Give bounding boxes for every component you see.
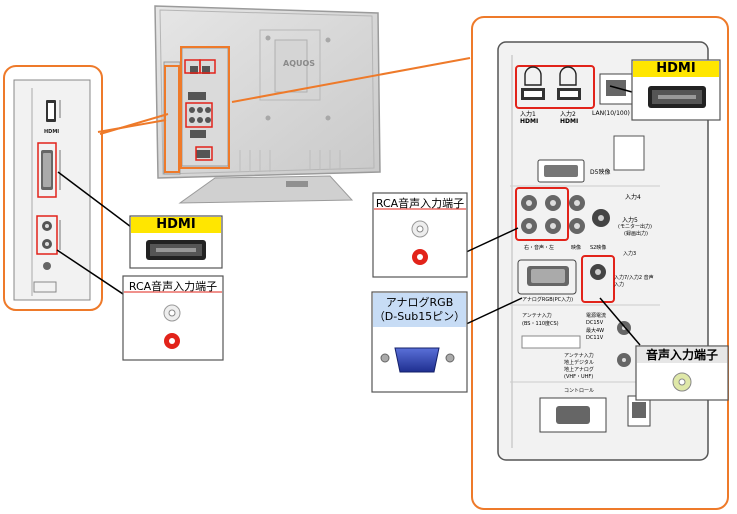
- panel-label-control: コントロール: [564, 388, 595, 394]
- panel-label-terrestrial-analog: 地上アナログ: [564, 367, 594, 373]
- panel-label-terrestrial-digital: 地上デジタル: [564, 360, 594, 366]
- analog-rgb-line2: （D-Sub15ピン）: [373, 310, 466, 323]
- panel-label-input1: 入力1: [520, 111, 536, 118]
- callout-rca-left: [122, 275, 224, 361]
- panel-label-power: 電源電流: [586, 313, 607, 319]
- hdmi-left-title: HDMI: [156, 217, 196, 232]
- svg-text:HDMI: HDMI: [44, 129, 59, 135]
- rear-rca-ports: [515, 187, 610, 241]
- panel-label-lan: LAN(10/100): [592, 110, 630, 117]
- panel-label-video: 映像: [571, 245, 582, 251]
- rca-left-title: RCA音声入力端子: [128, 280, 218, 293]
- panel-label-rca-row: 右・音声・左: [524, 245, 555, 251]
- panel-label-dc15v: DC15V: [586, 320, 604, 326]
- panel-label-bs: (BS・110度CS): [522, 321, 559, 327]
- tv-logo: AQUOS: [283, 59, 315, 68]
- tv-side-port-highlight: [164, 65, 180, 173]
- panel-label-antenna: アンテナ入力: [522, 313, 552, 319]
- panel-label-max: 最大4W: [586, 328, 605, 334]
- panel-label-monitor-out: (モニター出力): [618, 224, 652, 230]
- panel-label-vhf: (VHF・UHF): [564, 374, 594, 380]
- left-zoom-frame: [3, 65, 103, 311]
- panel-label-input5: 入力5: [622, 217, 638, 224]
- panel-label-hdmi-1: HDMI: [520, 118, 539, 125]
- callout-hdmi-right: [631, 59, 721, 121]
- panel-label-s2: S2映像: [590, 245, 607, 251]
- analog-rgb-title: アナログRGB （D-Sub15ピン）: [373, 296, 466, 324]
- panel-label-video-out: (録画出力): [624, 231, 648, 237]
- panel-label-antenna-terrestrial: アンテナ入力: [564, 353, 594, 359]
- rear-hdmi-ports: [515, 65, 595, 109]
- callout-audio-in: [635, 345, 729, 401]
- panel-label-input-audio: 入力7/入力2 音声入力: [614, 275, 654, 288]
- panel-label-input4: 入力4: [625, 194, 641, 201]
- hdmi-right-title: HDMI: [656, 61, 696, 76]
- panel-label-hdmi-2: HDMI: [560, 118, 579, 125]
- panel-label-dc11v: DC11V: [586, 335, 604, 341]
- right-zoom-frame: [471, 16, 729, 510]
- audio-in-title: 音声入力端子: [645, 348, 718, 362]
- tv-rear-port-highlight: [180, 46, 230, 169]
- rca-right-title: RCA音声入力端子: [375, 197, 465, 210]
- callout-analog-rgb: [371, 291, 468, 393]
- panel-label-d5: D5映像: [590, 169, 611, 176]
- panel-label-input2: 入力2: [560, 111, 576, 118]
- callout-rca-right: [372, 192, 468, 278]
- panel-label-analog-rgb-pc: アナログRGB(PC入力): [522, 297, 574, 303]
- callout-hdmi-left: [129, 215, 223, 269]
- callout-lines: [56, 85, 641, 346]
- tv-back: [154, 5, 381, 204]
- zoom-connector-lines: [97, 57, 471, 135]
- panel-label-input3: 入力3: [623, 251, 637, 257]
- analog-rgb-line1: アナログRGB: [385, 296, 454, 309]
